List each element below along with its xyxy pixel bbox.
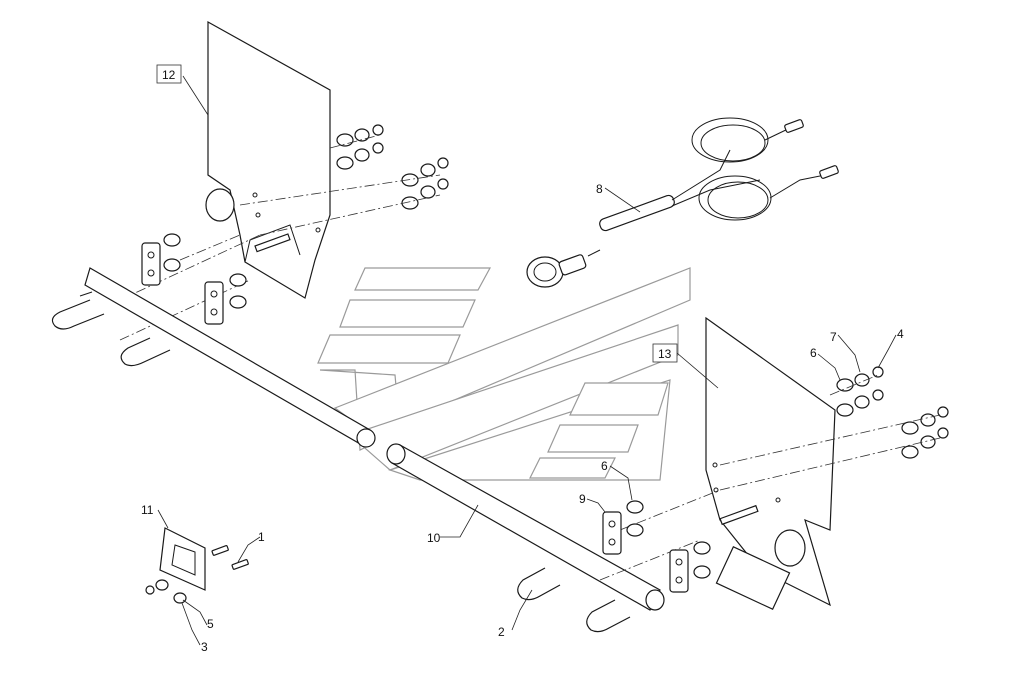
callout-5: 5 — [207, 617, 214, 631]
callout-box-12 — [156, 64, 182, 84]
callout-6-lower: 6 — [601, 459, 608, 473]
callout-11: 11 — [141, 503, 154, 517]
bracket-left-a — [141, 233, 181, 286]
watermark-logo — [317, 267, 691, 481]
u-bolt-left-b — [120, 337, 171, 367]
callout-12: 12 — [162, 68, 176, 82]
callout-4: 4 — [897, 327, 904, 341]
callout-3: 3 — [201, 640, 208, 654]
washer-group-13 — [836, 366, 949, 459]
u-bolt-left-a — [51, 291, 105, 330]
cable-8 — [526, 117, 839, 288]
bracket-right-9 — [602, 500, 644, 555]
callout-8: 8 — [596, 182, 603, 196]
callout-box-13 — [652, 343, 678, 363]
callout-labels: 12 13 8 10 2 1 3 5 11 4 7 6 6 9 — [141, 64, 904, 654]
washer-group-12-upper — [336, 124, 449, 210]
callout-2: 2 — [498, 625, 505, 639]
leader-lines — [157, 75, 897, 646]
mudflap-plate-13 — [705, 316, 836, 611]
u-bolt-right-b — [586, 599, 631, 633]
callout-6-right: 6 — [810, 346, 817, 360]
u-bolt-right-a — [517, 567, 561, 601]
tube-10 — [84, 267, 665, 611]
callout-10: 10 — [427, 531, 441, 545]
callout-1: 1 — [258, 530, 265, 544]
assembly-lines-left — [119, 134, 441, 341]
callout-13: 13 — [658, 347, 672, 361]
callout-7: 7 — [830, 330, 837, 344]
callout-9: 9 — [579, 492, 586, 506]
bracket-right-b — [669, 541, 711, 593]
mudflap-plate-12 — [205, 20, 331, 299]
bracket-left-b — [204, 273, 247, 325]
bracket-plate-11 — [145, 527, 249, 604]
assembly-lines-right — [599, 374, 941, 581]
